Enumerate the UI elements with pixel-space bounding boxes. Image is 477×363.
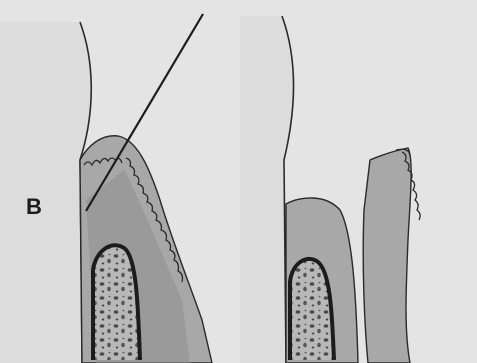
alveolar-bone-left [93, 245, 140, 360]
tooth-left [0, 22, 91, 363]
gingival-flap-right [363, 148, 420, 363]
panel-label: B [26, 196, 42, 218]
